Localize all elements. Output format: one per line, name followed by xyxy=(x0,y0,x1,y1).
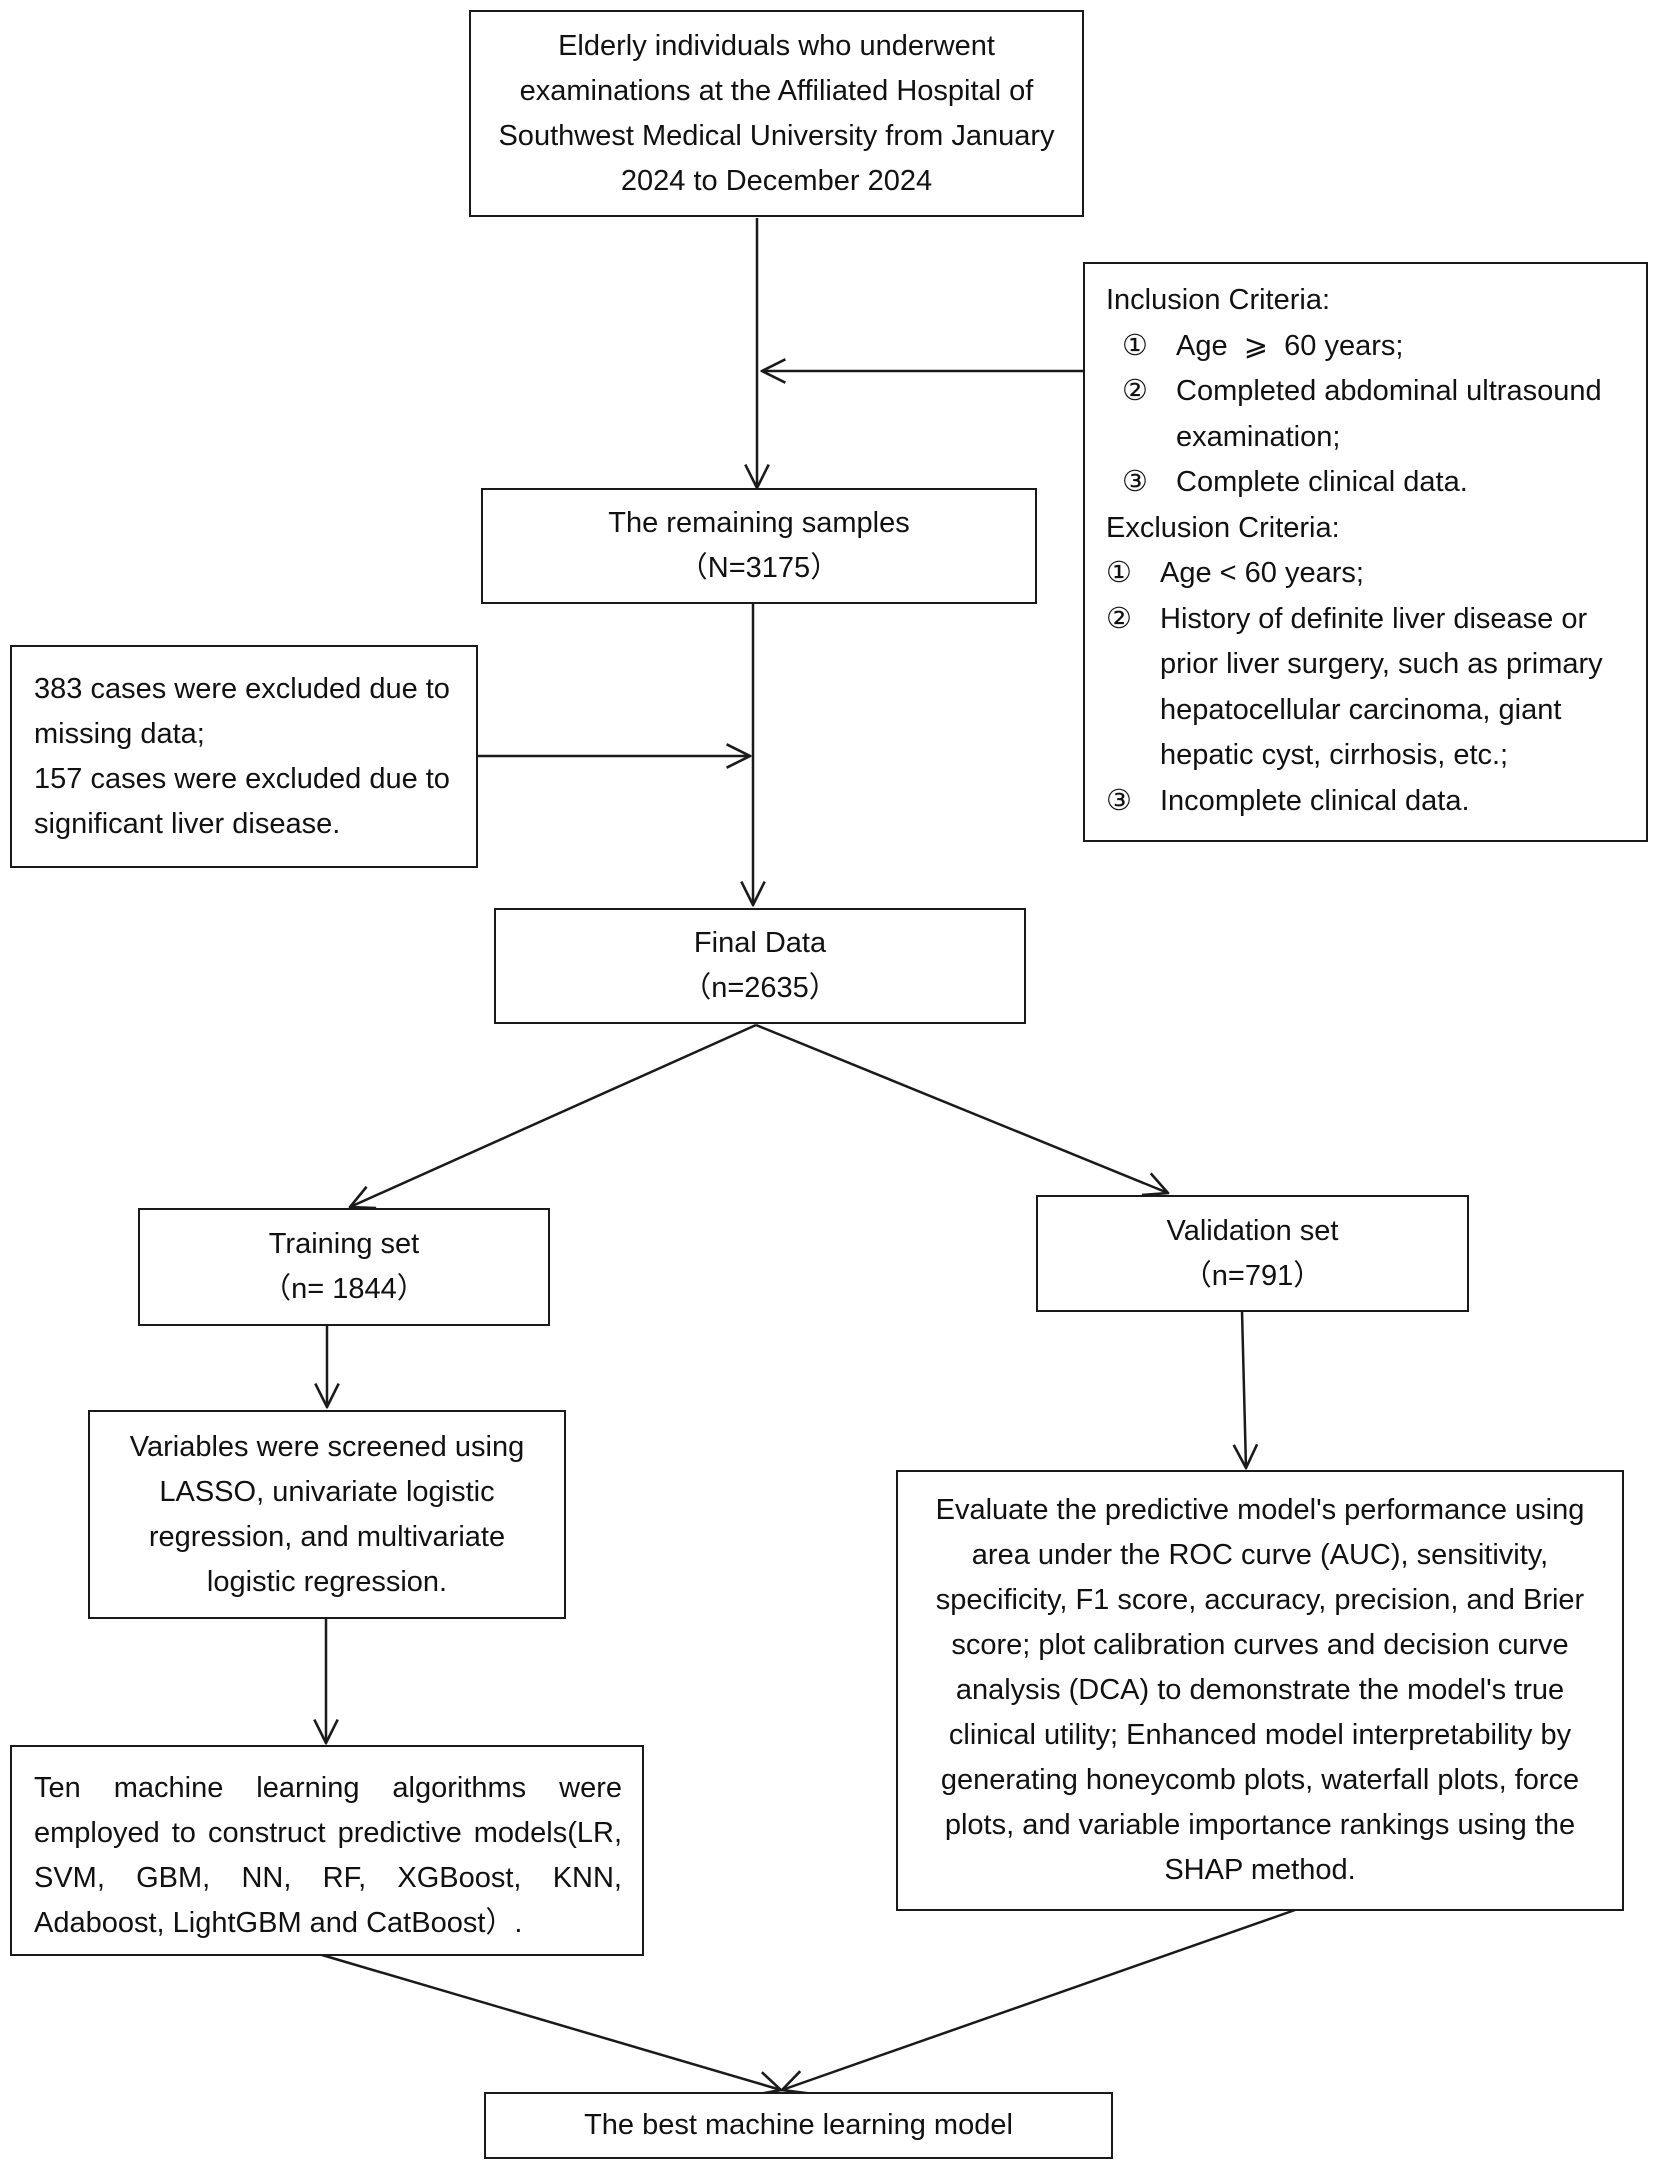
training-set-count: （n= 1844） xyxy=(262,1273,426,1305)
ml-algorithms-box: Ten machine learning algorithms were emp… xyxy=(10,1745,644,1956)
excluded-cases-box: 383 cases were excluded due to missing d… xyxy=(10,645,478,868)
arrow-final-to-validation xyxy=(755,1023,1168,1193)
item-text: Completed abdominal ultrasound examinati… xyxy=(1176,375,1602,453)
variable-screening-box: Variables were screened using LASSO, uni… xyxy=(88,1410,566,1619)
item-text: Complete clinical data. xyxy=(1176,466,1468,498)
start-population-box: Elderly individuals who underwent examin… xyxy=(469,10,1084,217)
validation-set-box: Validation set （n=791） xyxy=(1036,1195,1469,1312)
final-data-title: Final Data xyxy=(693,927,827,959)
item-text: Age ⩾ 60 years; xyxy=(1176,329,1404,362)
best-model-box: The best machine learning model xyxy=(484,2092,1113,2159)
best-model-text: The best machine learning model xyxy=(584,2109,1013,2141)
validation-set-count: （n=791） xyxy=(1182,1259,1323,1292)
excluded-liver-disease: 157 cases were excluded due to significa… xyxy=(34,763,450,840)
item-number: ③ xyxy=(1122,466,1148,498)
exclusion-item: ③ Incomplete clinical data. xyxy=(1106,779,1628,825)
training-set-box: Training set （n= 1844） xyxy=(138,1208,550,1326)
item-text: Age < 60 years; xyxy=(1160,557,1364,589)
final-data-box: Final Data （n=2635） xyxy=(494,908,1026,1024)
exclusion-criteria-title: Exclusion Criteria: xyxy=(1106,511,1340,544)
item-text: History of definite liver disease or pri… xyxy=(1160,602,1603,772)
ml-algorithms-text: Ten machine learning algorithms were emp… xyxy=(34,1772,622,1939)
item-number: ① xyxy=(1106,557,1132,589)
model-evaluation-text: Evaluate the predictive model's performa… xyxy=(935,1494,1585,1886)
final-data-count: （n=2635） xyxy=(682,972,838,1004)
item-text: Incomplete clinical data. xyxy=(1160,784,1470,817)
remaining-samples-title: The remaining samples xyxy=(608,507,910,539)
item-number: ② xyxy=(1106,602,1132,635)
remaining-samples-count: （N=3175） xyxy=(678,552,840,584)
remaining-samples-box: The remaining samples （N=3175） xyxy=(481,488,1037,604)
arrow-evaluation-to-best xyxy=(782,1908,1296,2090)
item-number: ② xyxy=(1122,375,1148,407)
inclusion-item: ③ Complete clinical data. xyxy=(1106,460,1628,506)
exclusion-item: ① Age < 60 years; xyxy=(1106,551,1628,597)
item-number: ③ xyxy=(1106,784,1132,817)
training-set-title: Training set xyxy=(268,1228,420,1260)
model-evaluation-box: Evaluate the predictive model's performa… xyxy=(896,1470,1624,1911)
arrow-validation-to-evaluation xyxy=(1242,1310,1246,1468)
arrow-algorithms-to-best xyxy=(321,1953,781,2090)
validation-set-title: Validation set xyxy=(1166,1214,1339,1247)
criteria-box: Inclusion Criteria: ① Age ⩾ 60 years; ② … xyxy=(1083,262,1648,842)
inclusion-criteria-title: Inclusion Criteria: xyxy=(1106,284,1331,316)
inclusion-item: ① Age ⩾ 60 years; xyxy=(1106,324,1628,370)
item-number: ① xyxy=(1122,329,1148,362)
arrow-final-to-training xyxy=(350,1023,757,1207)
excluded-missing-data: 383 cases were excluded due to missing d… xyxy=(34,673,450,750)
exclusion-item: ② History of definite liver disease or p… xyxy=(1106,597,1628,779)
start-population-text: Elderly individuals who underwent examin… xyxy=(498,29,1055,197)
inclusion-item: ② Completed abdominal ultrasound examina… xyxy=(1106,369,1628,460)
variable-screening-text: Variables were screened using LASSO, uni… xyxy=(129,1430,525,1598)
